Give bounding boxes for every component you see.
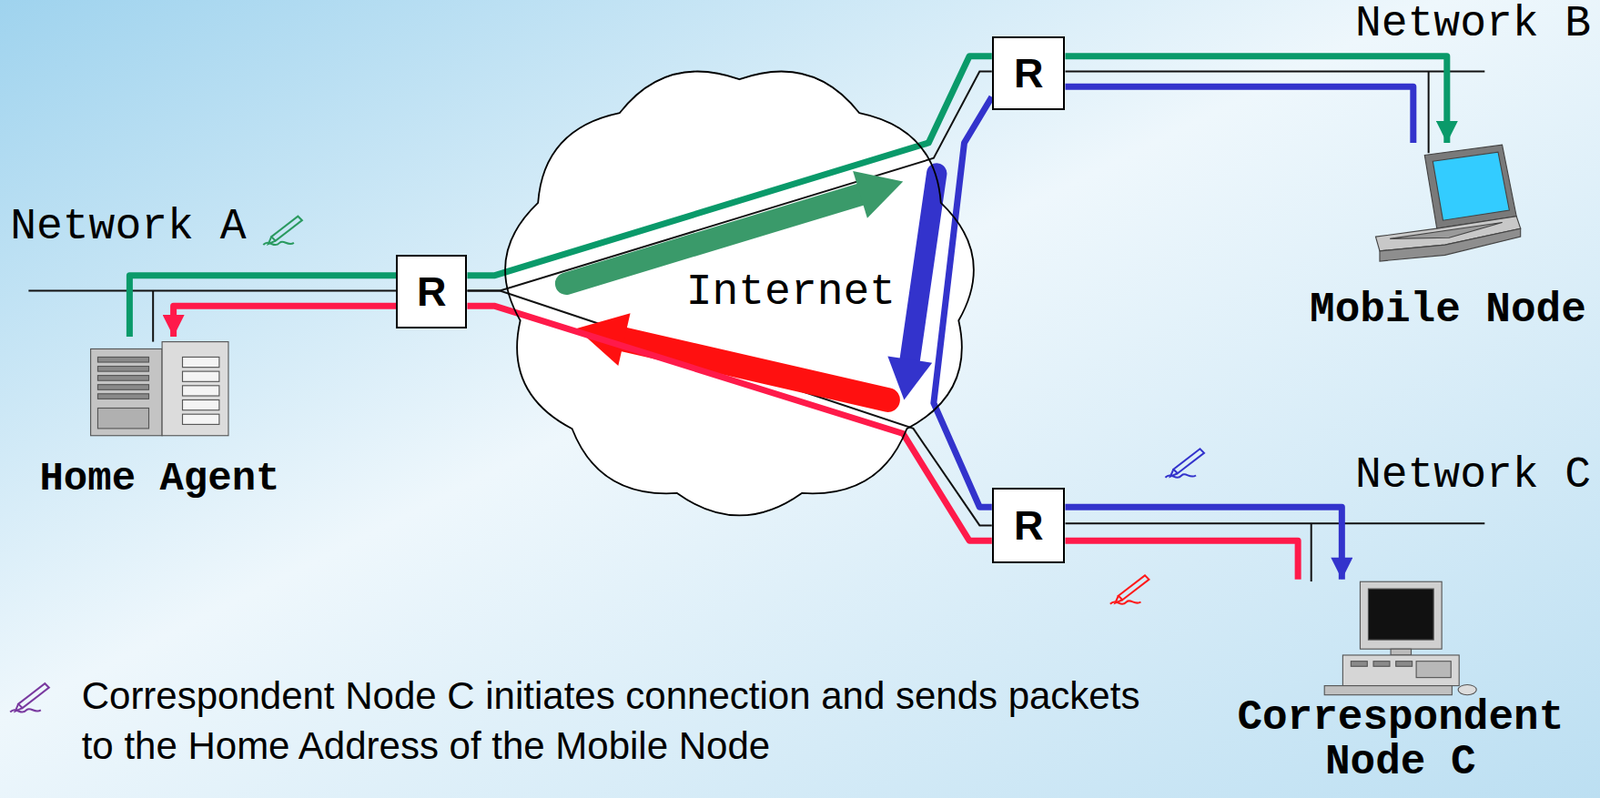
monitor-stand: [1390, 648, 1411, 656]
device-label: Correspondent Node C: [1224, 696, 1577, 787]
monitor: [1359, 581, 1442, 649]
pen-scribble: [10, 708, 41, 713]
drive-slot: [98, 356, 150, 363]
flow-arrow-shaft: [910, 173, 937, 361]
router-box: R: [992, 36, 1066, 111]
network-label: Network B: [1355, 1, 1591, 46]
router-label: R: [1013, 50, 1044, 97]
network-label: Network A: [10, 204, 246, 249]
pen-icon: [1164, 448, 1205, 477]
flow-arrow: [576, 313, 888, 400]
home-agent-server: Home Agent: [28, 336, 291, 502]
packet-path: [129, 275, 396, 337]
cloud-fill: [505, 71, 974, 517]
laptop-front: [1379, 228, 1521, 262]
pen-body: [18, 683, 50, 709]
pen-icon: [263, 216, 303, 245]
server-tower: [91, 348, 163, 436]
laptop-screen: [1432, 151, 1509, 221]
packet-path: [1064, 86, 1413, 143]
network-wire: [1427, 70, 1430, 153]
packet-path: [466, 56, 992, 276]
case-panel: [1416, 661, 1451, 679]
drive-bay: [182, 385, 220, 396]
device-label: Home Agent: [28, 456, 291, 501]
network-wire: [28, 290, 396, 293]
correspondent-computer-icon: [1314, 579, 1489, 697]
flow-arrow: [566, 171, 903, 284]
server-tower: [162, 342, 229, 436]
mobile-node-laptop: Mobile Node: [1304, 142, 1592, 334]
pen-scribble: [1110, 600, 1142, 605]
packet-path: [466, 305, 992, 541]
drive-bay: [182, 399, 220, 410]
drive-slot: [98, 365, 150, 372]
mouse: [1458, 684, 1477, 695]
correspondent-computer: Correspondent Node C: [1224, 579, 1577, 787]
router-label: R: [1013, 503, 1044, 549]
laptop-lid: [1424, 144, 1517, 229]
device-label: Mobile Node: [1304, 287, 1592, 335]
packet-path: [1064, 540, 1298, 580]
router-box: R: [992, 487, 1066, 564]
network-wire: [1065, 522, 1486, 525]
pen-body: [1173, 448, 1205, 474]
drive-slot: [1395, 661, 1412, 668]
drive-slot: [98, 394, 150, 400]
packet-path: [1064, 56, 1447, 143]
pen-body: [1118, 575, 1150, 600]
drive-slot: [98, 375, 150, 382]
pen-icon: [1110, 575, 1150, 604]
flow-arrow-head: [852, 171, 903, 219]
pen-scribble: [263, 242, 294, 246]
network-wire: [1065, 70, 1486, 72]
cloud-border: [505, 71, 974, 517]
drive-bay: [182, 371, 220, 382]
network-label: Network C: [1355, 453, 1591, 497]
pen-icon: [10, 683, 50, 712]
router-box: R: [395, 254, 467, 329]
router-label: R: [416, 269, 447, 315]
pen-body: [271, 216, 303, 242]
monitor-screen: [1367, 588, 1434, 640]
server-panel: [98, 407, 150, 428]
network-wire: [151, 291, 154, 343]
drive-slot: [1350, 661, 1368, 668]
keyboard: [1324, 685, 1452, 695]
drive-bay: [182, 414, 220, 425]
internet-cloud: Internet: [499, 60, 980, 521]
drive-slot: [98, 384, 150, 391]
network-wire: [1310, 523, 1313, 582]
home-agent-server-icon: [85, 336, 234, 439]
drive-bay: [182, 356, 220, 367]
mobile-node-laptop-icon: [1371, 142, 1525, 268]
pen-scribble: [1164, 474, 1196, 478]
cloud-label: Internet: [686, 268, 896, 317]
packet-path: [1064, 506, 1342, 580]
packet-path: [933, 97, 993, 508]
desktop-case: [1342, 655, 1459, 687]
drive-slot: [1373, 661, 1390, 668]
packet-path: [173, 305, 396, 337]
caption: Correspondent Node C initiates connectio…: [81, 671, 1156, 771]
